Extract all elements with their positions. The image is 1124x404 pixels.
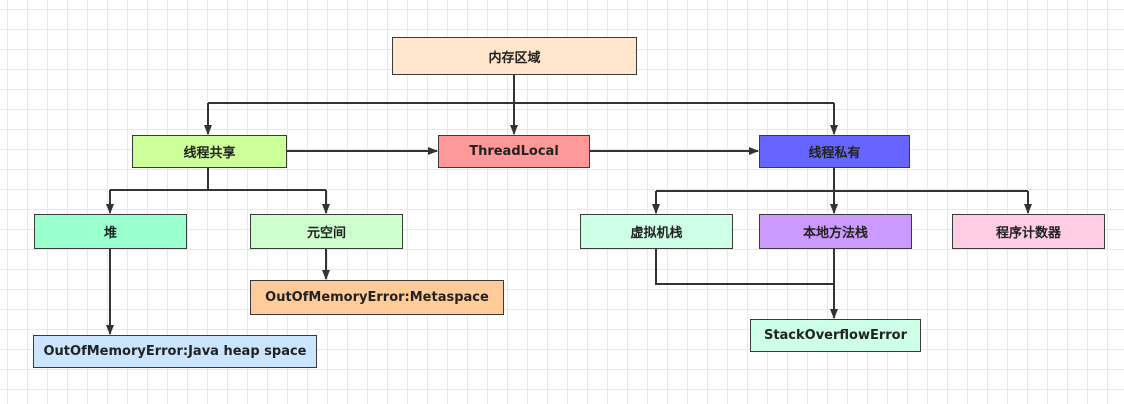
node-thread-private: 线程私有 xyxy=(759,135,910,168)
edge-vm-stack-join xyxy=(655,249,834,285)
node-oom-metaspace: OutOfMemoryError:Metaspace xyxy=(250,280,504,315)
node-memory-area: 内存区域 xyxy=(392,37,637,75)
node-vm-stack: 虚拟机栈 xyxy=(580,214,733,249)
node-metaspace: 元空间 xyxy=(250,214,403,249)
node-threadlocal: ThreadLocal xyxy=(438,135,590,168)
node-oom-heap: OutOfMemoryError:Java heap space xyxy=(33,335,317,368)
node-thread-shared: 线程共享 xyxy=(132,135,287,168)
node-heap: 堆 xyxy=(34,214,187,249)
node-stack-overflow-error: StackOverflowError xyxy=(750,319,921,352)
node-program-counter: 程序计数器 xyxy=(952,214,1105,249)
node-native-method-stack: 本地方法栈 xyxy=(759,214,912,249)
